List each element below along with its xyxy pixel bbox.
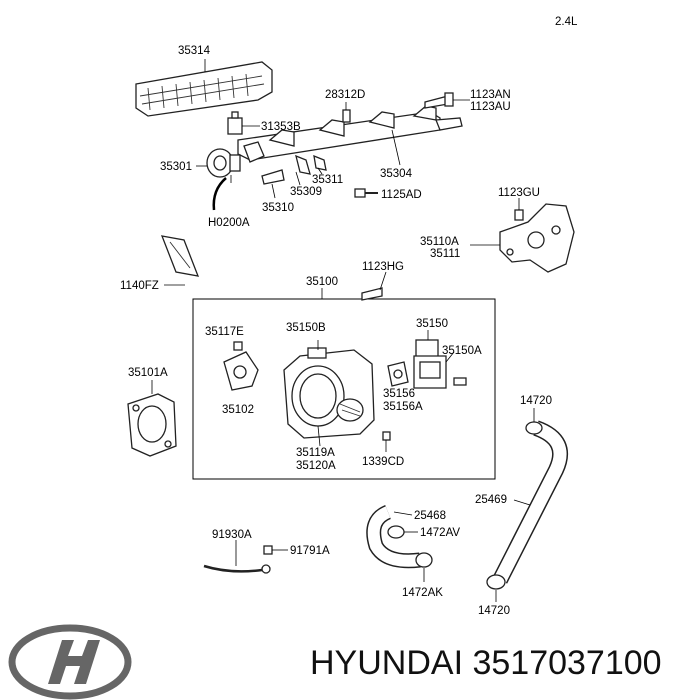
label-35309: 35309 [290,186,322,198]
label-35150A: 35150A [442,345,482,357]
label-35101A: 35101A [128,367,168,379]
leader-25469 [513,499,531,506]
leader-25468 [393,511,413,516]
label-35311: 35311 [312,174,343,186]
fitting-28312D [342,109,351,123]
fuel-rail-part [237,105,463,175]
label-35150B: 35150B [286,322,326,334]
leader-1123HG [379,271,387,291]
screw-1339CD [382,431,391,441]
label-35111: 35111 [430,248,460,260]
part-31353B [227,111,243,135]
bolt-1123AN [424,92,454,109]
label-35117E: 35117E [205,326,244,338]
plate-1140FZ [160,235,200,277]
clamp-1472AK [415,552,433,568]
label-1123GU: 1123GU [498,187,540,199]
leader-35309 [295,171,301,186]
label-25468: 25468 [414,510,446,522]
intake-cover-part [135,61,273,117]
label-35301: 35301 [160,161,192,173]
label-35310: 35310 [262,202,294,214]
label-35119A: 35119A [296,447,335,459]
label-35150: 35150 [416,318,448,330]
label-28312D: 28312D [325,89,365,101]
sensor-35102 [223,341,259,391]
label-1140FZ: 1140FZ [120,280,159,292]
wire-91930A [203,564,271,574]
clamp-14720-bottom [486,574,506,590]
label-35102: 35102 [222,404,254,416]
label-1472AK: 1472AK [402,587,443,599]
label-14720-top: 14720 [520,395,552,407]
leader-35150A [445,351,455,363]
label-35156A: 35156A [383,401,423,413]
leader-35119A [317,425,321,447]
label-35110A: 35110A [420,236,459,248]
label-H0200A: H0200A [208,217,250,229]
label-1125AD: 1125AD [381,189,422,201]
label-91930A: 91930A [212,529,252,541]
label-1339CD: 1339CD [362,456,404,468]
bolt-1123HG [361,287,383,301]
label-91791A: 91791A [290,545,330,557]
label-1123HG: 1123HG [362,261,404,273]
label-1123AU: 1123AU [470,101,511,113]
hose-H0200A [212,177,227,211]
gasket-35101A [127,393,177,457]
bracket-35110A [499,203,575,273]
label-35304: 35304 [380,168,413,180]
regulator-35301 [206,148,241,178]
bolt-1123GU [514,209,524,221]
bolt-35150A [453,377,467,386]
leader-35310 [271,183,276,199]
bolt-1125AD [354,188,378,198]
label-31353B: 31353B [261,121,301,133]
label-35100: 35100 [306,276,338,288]
label-1123AN: 1123AN [470,89,511,101]
leader-35311 [317,167,323,175]
hose-25469 [492,420,568,584]
label-14720-bottom: 14720 [478,605,510,617]
bolt-91791A [263,545,273,555]
hyundai-logo-icon [8,624,132,700]
throttle-assembly-frame [192,298,496,480]
gasket-35156 [387,361,409,387]
clamp-1472AV [387,525,405,539]
label-35120A: 35120A [296,460,336,472]
leader-35304 [391,129,401,166]
sensor-35310 [261,169,285,185]
hose-25468 [366,505,421,569]
engine-label: 2.4L [555,16,578,28]
clamp-14720-top [525,421,543,435]
actuator-35150 [413,339,447,389]
label-35156: 35156 [383,388,415,400]
label-1472AV: 1472AV [420,527,460,539]
throttle-body-part [283,347,375,439]
label-35314: 35314 [178,45,211,57]
label-25469: 25469 [475,494,507,506]
product-title: HYUNDAI 3517037100 [310,644,662,682]
